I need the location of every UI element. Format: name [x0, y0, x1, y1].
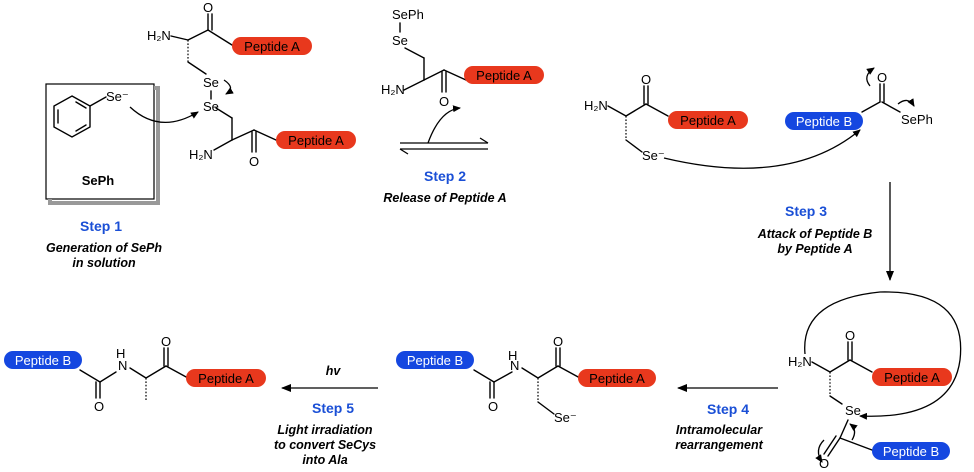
- svg-text:Peptide B: Peptide B: [407, 353, 463, 368]
- svg-text:Peptide A: Peptide A: [884, 370, 940, 385]
- se-label-4: Se: [845, 403, 861, 418]
- equilibrium-arrows: [399, 105, 489, 155]
- step-1-title: Step 1: [80, 218, 122, 234]
- svg-text:Peptide A: Peptide A: [244, 39, 300, 54]
- seph-box-label: SePh: [82, 173, 115, 188]
- amine-label-4: H₂N: [584, 98, 608, 113]
- selenoester-molecule: O SePh: [861, 67, 933, 127]
- carbonyl-o-3: O: [439, 94, 449, 109]
- step-5-desc-1: Light irradiation: [277, 423, 373, 437]
- benzene-ring: [53, 95, 107, 138]
- svg-text:Peptide B: Peptide B: [796, 114, 852, 129]
- svg-text:Peptide A: Peptide A: [476, 68, 532, 83]
- seph-label-2: SePh: [901, 112, 933, 127]
- diselenide-molecule: H₂N O Se Se H₂N O: [147, 0, 277, 169]
- peptide-a-pill-7: Peptide A: [186, 369, 266, 387]
- amide-h-2: H: [116, 346, 125, 361]
- step-4-desc-2: rearrangement: [675, 438, 763, 452]
- selenocysteine-peptide: O H N O Se⁻: [473, 334, 581, 425]
- amine-label-1: H₂N: [147, 28, 171, 43]
- phenylselenide-molecule: SePh Se H₂N O: [381, 7, 467, 109]
- seph-label-top: SePh: [392, 7, 424, 22]
- peptide-a-pill-4: Peptide A: [668, 111, 748, 129]
- carbonyl-o-4: O: [641, 72, 651, 87]
- hv-label: hv: [326, 364, 342, 378]
- seph-box: Se⁻ SePh: [45, 83, 160, 205]
- amide-n-2: N: [118, 358, 127, 373]
- carbonyl-o-9: O: [553, 334, 563, 349]
- se-anion-label-3: Se⁻: [554, 410, 577, 425]
- peptide-b-pill-4: Peptide B: [4, 351, 82, 369]
- step-1-desc-1: Generation of SePh: [46, 241, 162, 255]
- svg-text:Peptide A: Peptide A: [288, 133, 344, 148]
- carbonyl-o-8: O: [488, 399, 498, 414]
- step-3-title: Step 3: [785, 203, 827, 219]
- intermediate-molecule: H₂N O Se O: [788, 291, 962, 471]
- step-4-title: Step 4: [707, 401, 749, 417]
- se-label-1: Se: [203, 75, 219, 90]
- carbonyl-o-1: O: [203, 0, 213, 15]
- carbonyl-o-5: O: [877, 70, 887, 85]
- carbonyl-o-2: O: [249, 154, 259, 169]
- carbonyl-o-7: O: [819, 456, 829, 471]
- peptide-a-pill-5: Peptide A: [872, 368, 952, 386]
- se-anion-label: Se⁻: [106, 89, 129, 104]
- amide-n-1: N: [510, 358, 519, 373]
- carbonyl-o-10: O: [94, 399, 104, 414]
- peptide-b-pill-1: Peptide B: [785, 112, 863, 130]
- amide-h-1: H: [508, 348, 517, 363]
- step-1-desc-2: in solution: [72, 256, 136, 270]
- peptide-b-pill-3: Peptide B: [396, 351, 474, 369]
- peptide-a-pill-6: Peptide A: [578, 369, 656, 387]
- svg-text:Peptide B: Peptide B: [883, 444, 939, 459]
- step-3-desc-2: by Peptide A: [777, 242, 852, 256]
- attack-arrow-1: [129, 106, 199, 124]
- step-4-desc-1: Intramolecular: [676, 423, 763, 437]
- step-2-desc-1: Release of Peptide A: [383, 191, 506, 205]
- selenocysteine-molecule: H₂N O Se⁻: [584, 72, 669, 163]
- se-anion-label-2: Se⁻: [642, 148, 665, 163]
- amine-label-3: H₂N: [381, 82, 405, 97]
- peptide-b-pill-2: Peptide B: [872, 442, 950, 460]
- peptide-a-pill-1: Peptide A: [232, 37, 312, 55]
- svg-text:Peptide A: Peptide A: [198, 371, 254, 386]
- peptide-a-pill-2: Peptide A: [276, 131, 356, 149]
- svg-text:Peptide A: Peptide A: [680, 113, 736, 128]
- svg-text:Peptide B: Peptide B: [15, 353, 71, 368]
- carbonyl-o-6: O: [845, 328, 855, 343]
- svg-text:Peptide A: Peptide A: [589, 371, 645, 386]
- se-label-3: Se: [392, 33, 408, 48]
- step-5-desc-2: to convert SeCys: [274, 438, 376, 452]
- attack-arrow-3: [663, 129, 861, 169]
- step-3-desc-1: Attack of Peptide B: [757, 227, 873, 241]
- step-5-title: Step 5: [312, 400, 354, 416]
- peptide-a-pill-3: Peptide A: [464, 66, 544, 84]
- alanine-peptide: O H N O: [79, 334, 189, 414]
- amine-label-2: H₂N: [189, 147, 213, 162]
- step-5-desc-3: into Ala: [302, 453, 347, 467]
- step-2-title: Step 2: [424, 168, 466, 184]
- amine-label-5: H₂N: [788, 354, 812, 369]
- carbonyl-o-11: O: [161, 334, 171, 349]
- se-label-2: Se: [203, 99, 219, 114]
